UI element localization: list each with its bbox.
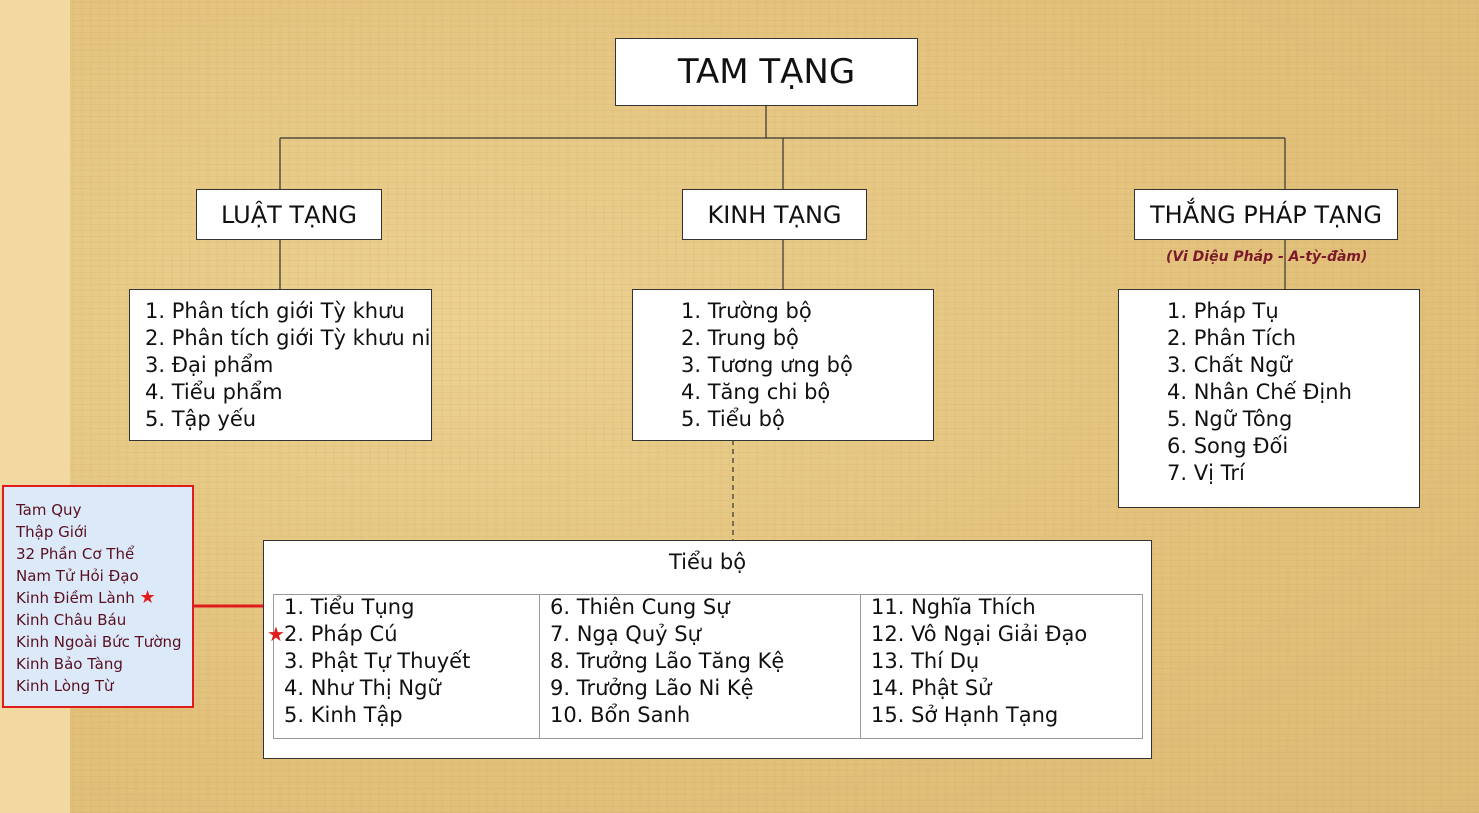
list-item: 15. Sở Hạnh Tạng <box>871 703 1059 727</box>
list-item: 13. Thí Dụ <box>871 649 980 673</box>
tieu-bo-title: Tiểu bộ <box>668 550 747 574</box>
thang-phap-tang-box: THẮNG PHÁP TẠNG <box>1134 189 1398 240</box>
sidebar-item: Nam Tử Hỏi Đạo <box>16 567 139 585</box>
column-divider <box>539 595 540 738</box>
red-star-icon: ★ <box>267 622 285 646</box>
list-item: 7. Ngạ Quỷ Sự <box>550 622 701 646</box>
sidebar-item: Kinh Điềm Lành ★ <box>16 587 192 609</box>
kinh-tang-title: KINH TẠNG <box>707 200 842 229</box>
list-item: 5. Tập yếu <box>145 407 257 431</box>
root-title: TAM TẠNG <box>677 52 856 92</box>
thang-phap-tang-title: THẮNG PHÁP TẠNG <box>1150 200 1382 229</box>
kinh-tang-box: KINH TẠNG <box>682 189 867 240</box>
tieu-bo-column-3: 11. Nghĩa Thích 12. Vô Ngại Giải Đạo 13.… <box>871 594 1087 729</box>
red-star-icon: ★ <box>139 587 156 608</box>
luat-tang-box: LUẬT TẠNG <box>196 189 382 240</box>
tieu-bo-column-2: 6. Thiên Cung Sự 7. Ngạ Quỷ Sự 8. Trưởng… <box>550 594 784 729</box>
kinh-tang-list: 1. Trường bộ 2. Trung bộ 3. Tương ưng bộ… <box>632 289 934 441</box>
list-item: 2. Phân Tích <box>1167 326 1297 350</box>
tieu-bo-column-1: 1. Tiểu Tụng 2. Pháp Cú 3. Phật Tự Thuyế… <box>284 594 470 729</box>
list-item: 5. Kinh Tập <box>284 703 403 727</box>
list-item: 6. Song Đối <box>1167 434 1289 458</box>
sidebar-item: Kinh Châu Báu <box>16 611 127 629</box>
list-item: 6. Thiên Cung Sự <box>550 595 730 619</box>
thang-phap-tang-list: 1. Pháp Tụ 2. Phân Tích 3. Chất Ngữ 4. N… <box>1118 289 1420 508</box>
sidebar-item: Kinh Lòng Từ <box>16 677 114 695</box>
sidebar-item-label: Kinh Điềm Lành <box>16 589 135 607</box>
sidebar-item: Thập Giới <box>16 523 88 541</box>
list-item: 2. Phân tích giới Tỳ khưu ni <box>145 326 431 350</box>
list-item: 2. Pháp Cú <box>284 622 398 646</box>
list-item: 4. Nhân Chế Định <box>1167 380 1352 404</box>
root-box: TAM TẠNG <box>615 38 918 106</box>
list-item: 3. Đại phẩm <box>145 353 274 377</box>
list-item: 5. Ngữ Tông <box>1167 407 1293 431</box>
column-divider <box>860 595 861 738</box>
list-item: 1. Trường bộ <box>681 299 812 323</box>
luat-tang-list: 1. Phân tích giới Tỳ khưu 2. Phân tích g… <box>129 289 432 441</box>
list-item: 11. Nghĩa Thích <box>871 595 1036 619</box>
list-item: 3. Tương ưng bộ <box>681 353 853 377</box>
thang-phap-tang-subtitle: (Vi Diệu Pháp - A-tỳ-đàm) <box>1166 249 1368 265</box>
list-item: 7. Vị Trí <box>1167 461 1245 485</box>
luat-tang-title: LUẬT TẠNG <box>220 200 358 229</box>
sidebar-item: Tam Quy <box>16 501 82 519</box>
list-item: 2. Trung bộ <box>681 326 799 350</box>
list-item: 9. Trưởng Lão Ni Kệ <box>550 676 754 700</box>
list-item: 1. Phân tích giới Tỳ khưu <box>145 299 405 323</box>
list-item: 1. Pháp Tụ <box>1167 299 1279 323</box>
list-item: 4. Như Thị Ngữ <box>284 676 441 700</box>
list-item: 3. Phật Tự Thuyết <box>284 649 471 673</box>
list-item: 4. Tiểu phẩm <box>145 380 283 404</box>
list-item: 10. Bổn Sanh <box>550 703 691 727</box>
list-item: 8. Trưởng Lão Tăng Kệ <box>550 649 785 673</box>
sidebar-item: 32 Phần Cơ Thể <box>16 545 135 563</box>
list-item: 1. Tiểu Tụng <box>284 595 415 619</box>
tieu-bo-table: 1. Tiểu Tụng 2. Pháp Cú 3. Phật Tự Thuyế… <box>273 594 1143 739</box>
list-item: 14. Phật Sử <box>871 676 992 700</box>
list-item: 4. Tăng chi bộ <box>681 380 831 404</box>
list-item: 3. Chất Ngữ <box>1167 353 1292 377</box>
list-item: 5. Tiểu bộ <box>681 407 785 431</box>
sidebar-item: Kinh Ngoài Bức Tường <box>16 633 182 651</box>
sidebar-item: Kinh Bảo Tàng <box>16 655 123 673</box>
list-item: 12. Vô Ngại Giải Đạo <box>871 622 1088 646</box>
tieu-tung-sidebar: Tam Quy Thập Giới 32 Phần Cơ Thể Nam Tử … <box>2 485 194 708</box>
tieu-bo-box: Tiểu bộ 1. Tiểu Tụng 2. Pháp Cú 3. Phật … <box>263 540 1152 759</box>
